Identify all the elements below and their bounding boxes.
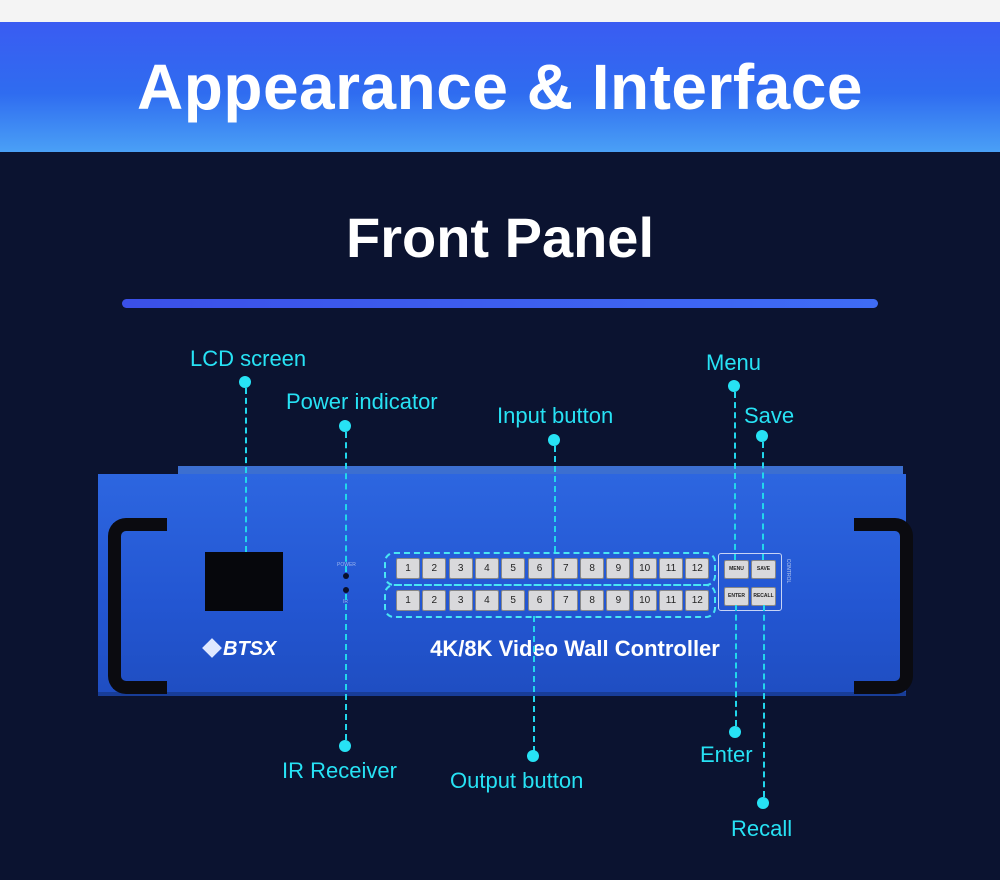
recall-callout-dot (757, 797, 769, 809)
control-button-box (718, 553, 782, 611)
label-save: Save (744, 403, 795, 428)
save-callout-line (762, 442, 764, 560)
page-title: Appearance & Interface (137, 51, 863, 123)
header-banner (0, 22, 1000, 152)
enter-callout-dot (729, 726, 741, 738)
right-handle (854, 518, 913, 694)
label-ir-receiver: IR Receiver (282, 758, 397, 783)
save-callout-dot (756, 430, 768, 442)
output-button-10[interactable]: 10 (632, 590, 657, 611)
output-button-2[interactable]: 2 (422, 590, 447, 611)
label-enter: Enter (700, 742, 753, 767)
enter-callout-line (735, 605, 737, 726)
input-button-3[interactable]: 3 (448, 558, 473, 579)
output-button-5[interactable]: 5 (501, 590, 526, 611)
brand-text: BTSX (223, 638, 277, 660)
output-button-group (384, 584, 716, 618)
label-input-button: Input button (497, 403, 614, 428)
input-button-2[interactable]: 2 (422, 558, 447, 579)
top-strip (0, 0, 1000, 22)
output-button-6[interactable]: 6 (527, 590, 552, 611)
label-power-indicator: Power indicator (286, 389, 438, 414)
section-title: Front Panel (345, 206, 655, 269)
input-button-7[interactable]: 7 (553, 558, 578, 579)
lcd-callout-line (245, 388, 247, 552)
output-callout-dot (527, 750, 539, 762)
menu-callout-dot (728, 380, 740, 392)
enter-button[interactable]: ENTER (724, 587, 749, 606)
input-button-10[interactable]: 10 (632, 558, 657, 579)
recall-callout-line (763, 605, 765, 797)
output-button-1[interactable]: 1 (396, 590, 420, 611)
recall-button[interactable]: RECALL (751, 587, 776, 606)
input-button-4[interactable]: 4 (474, 558, 499, 579)
lcd-screen (205, 552, 283, 611)
input-callout-dot (548, 434, 560, 446)
power-indicator-led (343, 573, 349, 579)
power-callout-line (345, 432, 347, 572)
output-button-12[interactable]: 12 (685, 590, 710, 611)
output-button-8[interactable]: 8 (580, 590, 605, 611)
power-callout-dot (339, 420, 351, 432)
output-button-9[interactable]: 9 (606, 590, 631, 611)
output-button-7[interactable]: 7 (553, 590, 578, 611)
input-button-12[interactable]: 12 (685, 558, 710, 579)
input-button-8[interactable]: 8 (580, 558, 605, 579)
input-button-11[interactable]: 11 (659, 558, 683, 579)
input-button-1[interactable]: 1 (396, 558, 420, 579)
input-button-6[interactable]: 6 (527, 558, 552, 579)
output-button-4[interactable]: 4 (474, 590, 499, 611)
ir-callout-dot (339, 740, 351, 752)
output-button-11[interactable]: 11 (659, 590, 683, 611)
section-divider (122, 299, 878, 308)
ir-receiver-window (343, 587, 349, 593)
menu-callout-line (734, 392, 736, 560)
input-callout-line (554, 446, 556, 552)
input-button-9[interactable]: 9 (606, 558, 631, 579)
ir-callout-line (345, 594, 347, 740)
label-output-button: Output button (450, 768, 584, 793)
device-name: 4K/8K Video Wall Controller (430, 636, 720, 661)
label-menu: Menu (706, 350, 762, 375)
left-handle (108, 518, 167, 694)
output-button-3[interactable]: 3 (448, 590, 473, 611)
label-lcd-screen: LCD screen (190, 346, 307, 371)
device-top-edge (178, 466, 903, 476)
input-button-5[interactable]: 5 (501, 558, 526, 579)
control-tiny-label: CONTROL (785, 558, 792, 584)
label-recall: Recall (731, 816, 793, 841)
save-button[interactable]: SAVE (751, 560, 776, 579)
output-callout-line (533, 616, 535, 752)
lcd-callout-dot (239, 376, 251, 388)
menu-button[interactable]: MENU (724, 560, 749, 579)
brand-name: BTSX (207, 638, 276, 661)
